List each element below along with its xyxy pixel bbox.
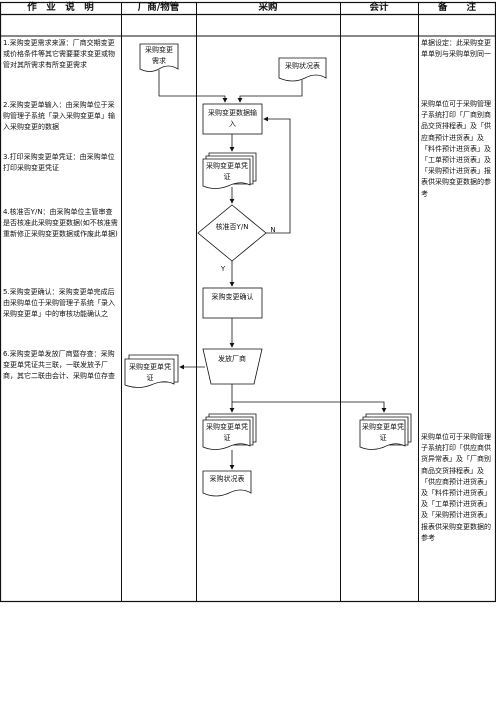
remark-document-setting: 单据设定：此采购变更单单别与采购单别同一 bbox=[421, 39, 491, 59]
status-report-bottom-shape bbox=[202, 470, 252, 497]
status-report-bottom-label: 采购状况表 bbox=[209, 475, 245, 483]
purchase-voucher-label: 采购变更单凭证 bbox=[206, 423, 248, 442]
approve-no-label: N bbox=[270, 226, 276, 234]
arrow-report-to-input bbox=[237, 80, 303, 103]
status-report-top-label: 采购状况表 bbox=[285, 62, 320, 70]
confirm-label: 采购变更确认 bbox=[211, 293, 254, 301]
header-instructions: 作 业 说 明 bbox=[27, 2, 94, 13]
step-1-text: 1.采购变更需求来源：厂商交期变更或价格条件等其它需要要求变更或物管对其所需求有… bbox=[3, 39, 115, 70]
confirm-process-shape bbox=[202, 287, 263, 319]
input-label: 采购变更数据输入 bbox=[208, 109, 257, 128]
arrow-issue-split bbox=[231, 384, 384, 412]
step-4-text: 4.核准否Y/N：由采购单位主管审查是否核准此采购变更数据(如不核准需重新修正采… bbox=[3, 208, 118, 239]
issue-manual-shape bbox=[202, 348, 263, 385]
approve-yes-label: Y bbox=[220, 265, 226, 273]
table-frame bbox=[0, 1, 496, 603]
step-3-text: 3.打印采购变更单凭证：由采购单位打印采购变更凭证 bbox=[3, 153, 115, 173]
header-accounting: 会计 bbox=[369, 2, 389, 13]
arrow-demand-to-input bbox=[158, 70, 228, 103]
issue-label: 发放厂商 bbox=[218, 355, 246, 363]
voucher-stack-front bbox=[202, 158, 251, 189]
header-vendor-materials: 厂商/物管 bbox=[137, 2, 180, 13]
arrow-approve-no-loop bbox=[263, 116, 291, 234]
approve-label: 核准否Y/N bbox=[215, 223, 249, 231]
remark-report-reference-2: 采购单位可于采购管理子系统打印「供应商供货异常表」及「厂商别商品交货排程表」及「… bbox=[421, 433, 491, 542]
vendor-voucher-label: 采购变更单凭证 bbox=[129, 363, 171, 382]
demand-label: 采购变更需求 bbox=[145, 46, 173, 65]
purchase-voucher-front bbox=[202, 419, 251, 450]
step-6-text: 6.采购变更单发放厂商暨存查：采购变更单凭证共三联，一联发放予厂商，其它二联由会… bbox=[3, 350, 115, 381]
step-5-text: 5.采购变更确认：采购变更单完成后由采购单位于采购管理子系统「录入采购变更单」中… bbox=[3, 288, 115, 319]
status-report-top-shape bbox=[278, 57, 327, 82]
input-process-shape bbox=[202, 103, 263, 135]
account-voucher-label: 采购变更单凭证 bbox=[362, 423, 404, 442]
step-2-text: 2.采购变更单输入：由采购单位于采购管理子系统「录入采购变更单」输入采购变更的数… bbox=[3, 101, 115, 132]
voucher-label: 采购变更单凭证 bbox=[206, 162, 248, 181]
demand-document-shape bbox=[139, 43, 179, 72]
header-purchasing: 采购 bbox=[258, 2, 278, 13]
header-remarks: 备 注 bbox=[437, 2, 476, 13]
vendor-voucher-front bbox=[124, 358, 175, 388]
remark-report-reference-1: 采购单位可于采购管理子系统打印「厂商别商品交货排程表」及「供应商预计进货表」及「… bbox=[421, 100, 491, 198]
approve-decision-diamond bbox=[197, 204, 267, 262]
account-voucher-front bbox=[359, 419, 406, 450]
